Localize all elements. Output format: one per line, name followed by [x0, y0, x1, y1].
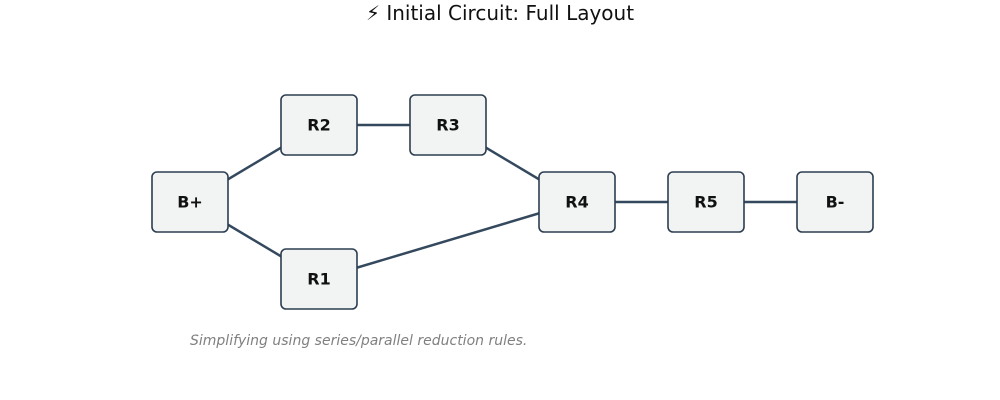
node-label: B- [826, 193, 845, 212]
node-label: R5 [694, 193, 717, 212]
node-bminus: B- [796, 171, 874, 233]
node-box [409, 94, 487, 156]
diagram-title: ⚡ Initial Circuit: Full Layout [365, 1, 635, 25]
edge-r1-to-r4 [318, 200, 578, 281]
node-label: R3 [436, 116, 459, 135]
node-box [667, 171, 745, 233]
node-label: R1 [307, 270, 330, 289]
node-label: B+ [177, 193, 203, 212]
node-r1: R1 [280, 248, 358, 310]
node-box [280, 248, 358, 310]
node-box [151, 171, 229, 233]
node-box [796, 171, 874, 233]
node-label: R4 [565, 193, 588, 212]
node-bplus: B+ [151, 171, 229, 233]
node-r5: R5 [667, 171, 745, 233]
diagram-caption: Simplifying using series/parallel reduct… [190, 333, 528, 349]
node-box [280, 94, 358, 156]
node-r4: R4 [538, 171, 616, 233]
node-box [538, 171, 616, 233]
node-r2: R2 [280, 94, 358, 156]
node-label: R2 [307, 116, 330, 135]
node-r3: R3 [409, 94, 487, 156]
